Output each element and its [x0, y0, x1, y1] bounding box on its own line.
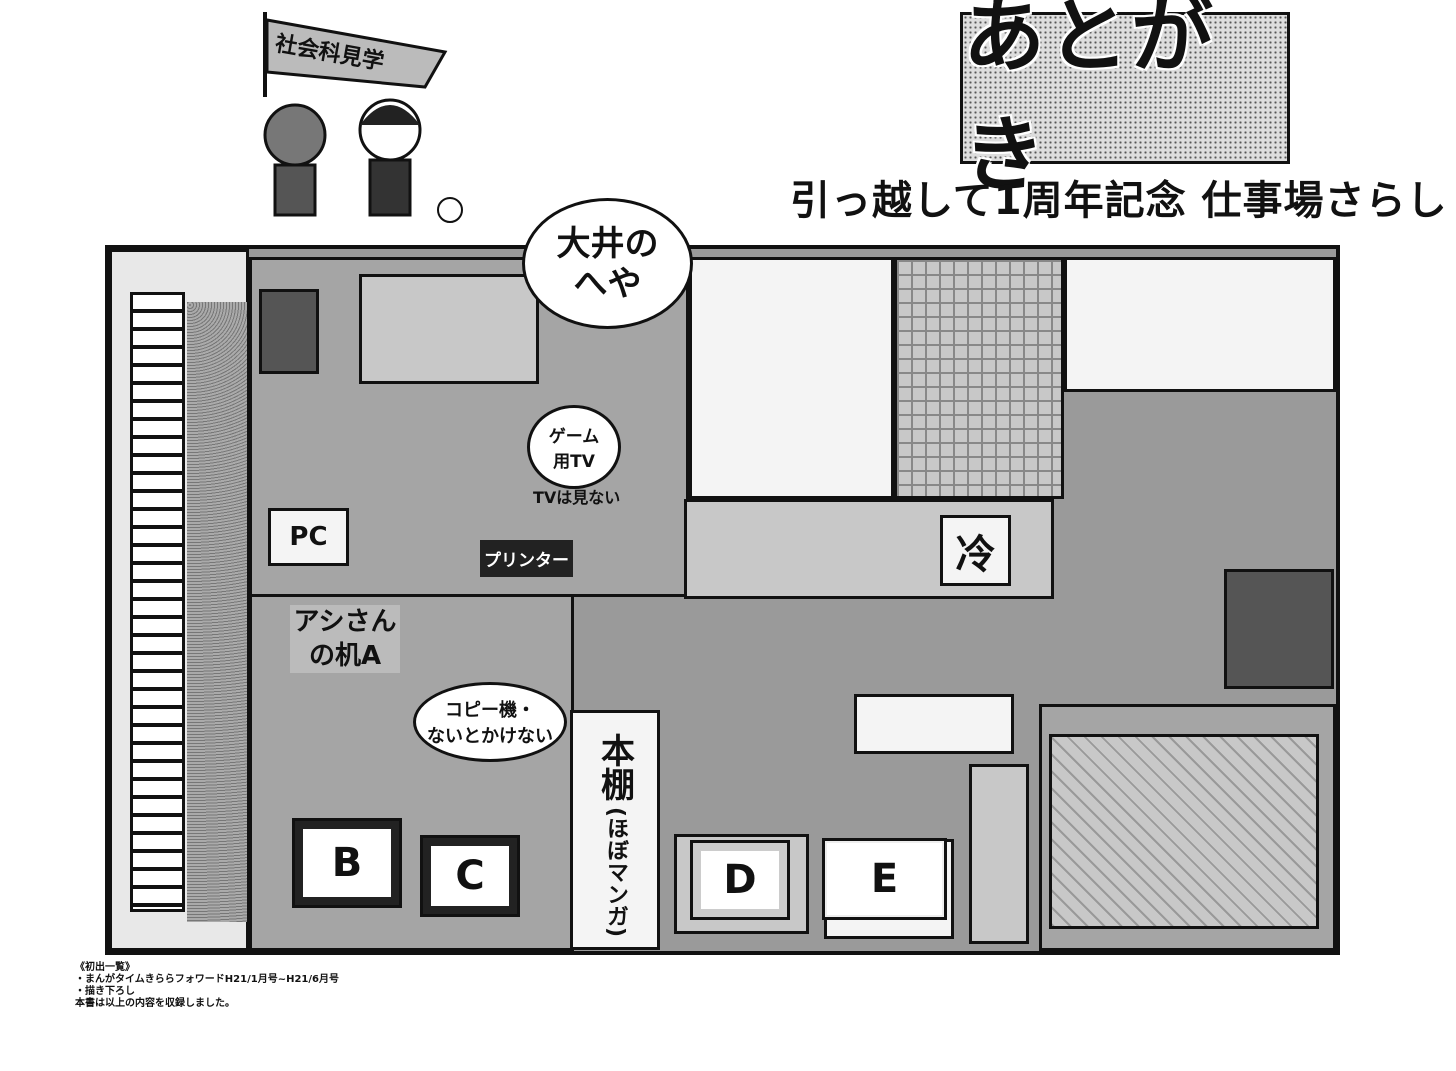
fridge-label: 冷 [940, 515, 1011, 586]
room-name-bubble: 大井のへや [522, 198, 693, 329]
desk-c-monitor: C [420, 835, 520, 917]
printer-label: プリンター [480, 540, 573, 577]
tv-stand [1224, 569, 1334, 689]
room-name-text: 大井のへや [556, 223, 659, 304]
bathroom [689, 257, 894, 499]
copier-line2: ないとかけない [427, 726, 553, 747]
bookshelf-label: 本棚 [594, 733, 635, 801]
credits-heading: 《初出一覧》 [75, 962, 135, 973]
game-tv-bubble: ゲーム用TV [527, 405, 621, 489]
game-tv-text: ゲーム用TV [548, 427, 600, 472]
oi-desk [359, 274, 539, 384]
page-title: あとがき [963, 0, 1216, 203]
desk-b-monitor: B [292, 818, 402, 908]
pc-label: PC [268, 508, 349, 566]
toilet-room [894, 257, 1064, 499]
bookshelf-note: (ほぼマンガ) [603, 807, 628, 938]
storage-racks [969, 764, 1029, 944]
desk-e-label: E [827, 843, 942, 915]
kitchen-island [854, 694, 1014, 754]
balcony-floor [187, 302, 247, 922]
copier-bubble: コピー機・ ないとかけない [413, 682, 567, 762]
shelf-unit [259, 289, 319, 374]
balcony-railing [130, 292, 185, 912]
bookshelf: 本棚 (ほぼマンガ) [570, 710, 660, 950]
desk-c-label: C [431, 846, 509, 906]
washroom [1064, 257, 1336, 392]
bed [1049, 734, 1319, 929]
credits-line2: ・描き下ろし [75, 986, 135, 997]
desk-d-label: D [701, 851, 779, 909]
assistant-desk-label: アシさんの机A [290, 605, 400, 673]
credits-line3: 本書は以上の内容を収録しました。 [75, 998, 235, 1009]
copier-line1: コピー機・ [445, 700, 535, 721]
credits-line1: ・まんがタイムきららフォワードH21/1月号~H21/6月号 [75, 974, 339, 985]
credits: 《初出一覧》 ・まんがタイムきららフォワードH21/1月号~H21/6月号 ・描… [75, 962, 339, 1010]
desk-b-label: B [303, 829, 391, 897]
game-tv-note: TVは見ない [533, 488, 621, 507]
balcony [109, 249, 249, 951]
title-box: あとがき [960, 0, 1290, 203]
chibi-characters-icon [263, 98, 463, 223]
banner-flag-icon [263, 12, 448, 97]
desk-e-monitor: E [822, 838, 947, 920]
page-subtitle: 引っ越して1周年記念 仕事場さらし [790, 178, 1448, 224]
desk-d-monitor: D [690, 840, 790, 920]
